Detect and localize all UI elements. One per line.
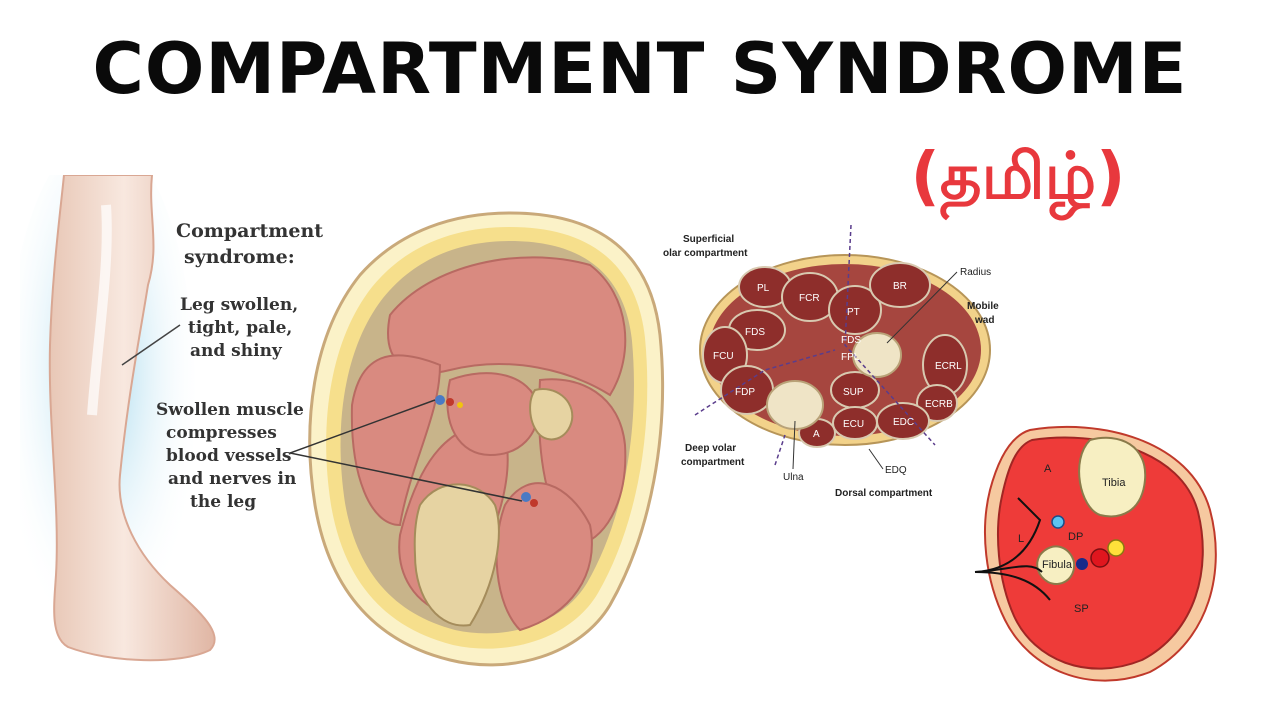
note1-line-1: Leg swollen, — [180, 295, 298, 315]
label-l-compartment: L — [1018, 533, 1024, 545]
label-edq: EDQ — [885, 465, 907, 476]
muscle-pt — [828, 285, 882, 335]
lower-leg-section-panel: A Tibia L DP Fibula SP — [970, 420, 1220, 690]
label-sup: SUP — [843, 387, 864, 398]
label-pt: PT — [847, 307, 860, 318]
label-fcr: FCR — [799, 293, 820, 304]
label-a: A — [813, 429, 820, 440]
label-ecrl: ECRL — [935, 361, 962, 372]
muscle-deep — [446, 372, 540, 457]
muscle-left — [350, 354, 442, 527]
label-fcu: FCU — [713, 351, 734, 362]
vessel-dot-yellow — [1107, 539, 1125, 557]
label-fds-1: FDS — [745, 327, 765, 338]
pointer-ulna — [792, 420, 796, 470]
muscle-br — [869, 262, 931, 308]
label-fds-2: FDS — [841, 335, 861, 346]
forearm-cross-section-panel: PL FCR PT BR FDS FDS FPL FCU ECRL FDP SU… — [655, 225, 1035, 505]
leg-shine — [87, 204, 112, 416]
vessel-2 — [446, 398, 454, 406]
pointer-line-vessel-1 — [290, 399, 436, 454]
pointer-line-vessel-2 — [290, 452, 523, 502]
radius-bone — [852, 332, 902, 378]
vessel-dot-red — [1090, 548, 1110, 568]
muscle-edc — [876, 402, 930, 440]
vessel-dot-navy — [1076, 558, 1088, 570]
vessel-5 — [530, 499, 538, 507]
note1-line-2: tight, pale, — [188, 318, 292, 338]
label-radius: Radius — [960, 267, 991, 278]
label-mobile: Mobile — [967, 301, 999, 312]
svg-text:Swollen muscle compresse: Swollen muscle compresses blood vessels … — [156, 400, 310, 512]
note2-line-4: and nerves in — [168, 469, 296, 489]
vessel-3 — [457, 402, 463, 408]
compartment-arrow-3 — [974, 571, 1051, 601]
pointer-line-leg — [121, 324, 181, 366]
compartment-divider-1 — [844, 225, 936, 446]
fibula-bone — [529, 388, 574, 441]
label-compartment: compartment — [681, 457, 745, 468]
label-tibia: Tibia — [1102, 477, 1126, 489]
label-a-compartment: A — [1044, 463, 1052, 475]
label-fpl: FPL — [841, 352, 860, 363]
vessel-1 — [435, 395, 445, 405]
label-wad: wad — [974, 315, 994, 326]
muscle-posterior-right — [495, 482, 593, 632]
note2-line-5: the leg — [190, 492, 256, 512]
label-ecu: ECU — [843, 419, 864, 430]
svg-text:Leg swollen, tight, pale: Leg swollen, tight, pale, and shiny — [180, 295, 304, 361]
label-deep-volar: Deep volar — [685, 443, 736, 454]
language-subtitle: (தமிழ்) — [910, 140, 1126, 214]
svg-text:Compartment syndrome:: Compartment syndrome: — [176, 220, 330, 268]
leg-heading-line-2: syndrome: — [184, 246, 295, 268]
note2-line-3: blood vessels — [166, 446, 292, 466]
label-br: BR — [893, 281, 907, 292]
nerve-dot-blue — [1051, 515, 1065, 529]
label-ecrb: ECRB — [925, 399, 953, 410]
label-edc: EDC — [893, 417, 914, 428]
note1-line-3: and shiny — [190, 341, 283, 361]
pointer-edq — [868, 448, 884, 470]
label-sp-compartment: SP — [1074, 603, 1089, 615]
label-volar-compartment: olar compartment — [663, 248, 748, 259]
label-fdp: FDP — [735, 387, 755, 398]
leg-heading-line-1: Compartment — [176, 220, 323, 242]
note2-line-2: compresses — [166, 423, 277, 443]
label-dorsal: Dorsal compartment — [835, 488, 933, 499]
tibia-bone — [413, 483, 500, 627]
note2-line-1: Swollen muscle — [156, 400, 304, 420]
leg-shape — [48, 175, 216, 662]
tibia-shape — [1078, 436, 1147, 518]
compartment-divider-3 — [774, 434, 786, 466]
leg-illustration-panel: Compartment syndrome: Leg swollen, tight… — [20, 175, 340, 695]
label-pl: PL — [757, 283, 770, 294]
label-superficial: Superficial — [683, 234, 734, 245]
label-ulna: Ulna — [783, 472, 804, 483]
label-fibula: Fibula — [1042, 559, 1073, 571]
pointer-radius — [886, 271, 958, 344]
page-title: COMPARTMENT SYNDROME — [92, 28, 1188, 110]
vessel-4 — [521, 492, 531, 502]
label-dp-compartment: DP — [1068, 531, 1083, 543]
muscle-ecrb — [916, 384, 958, 422]
leg-cross-section-panel — [290, 205, 690, 675]
